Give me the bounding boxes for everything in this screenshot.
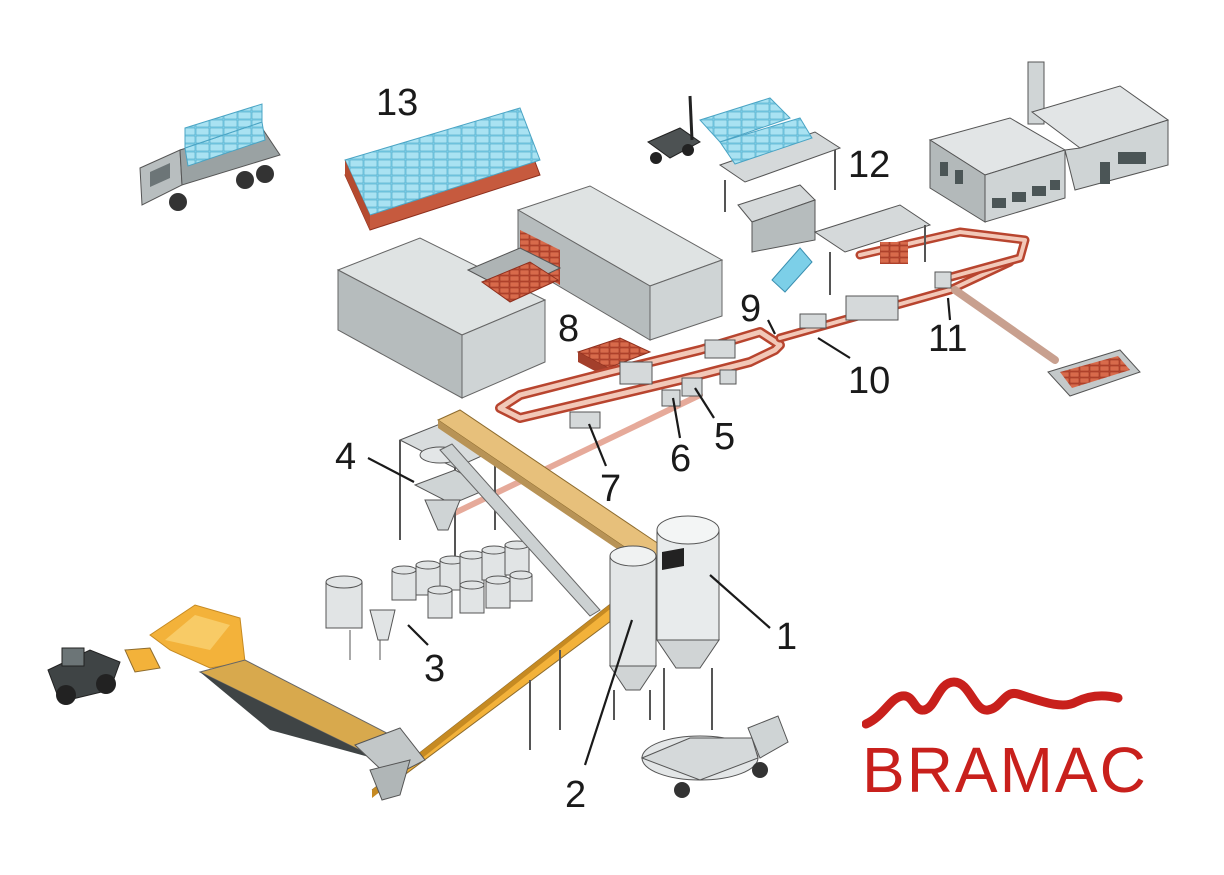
- office-buildings: [928, 61, 1170, 223]
- sand-hopper: [198, 659, 426, 801]
- label-7: 7: [600, 468, 622, 510]
- label-8: 8: [558, 308, 580, 350]
- label-5: 5: [714, 416, 736, 458]
- label-11: 11: [928, 318, 968, 360]
- label-4: 4: [335, 436, 357, 478]
- tile-storage-yard: [344, 107, 541, 231]
- label-13: 13: [376, 82, 419, 124]
- label-9: 9: [740, 288, 762, 330]
- label-12: 12: [848, 144, 891, 186]
- bramac-logo-mark: [862, 677, 1123, 729]
- label-6: 6: [670, 438, 692, 480]
- wheel-loader: [47, 647, 161, 705]
- curing-building-left: [336, 237, 547, 399]
- label-10: 10: [848, 360, 891, 402]
- line-machines: [569, 271, 952, 429]
- leader-lines: [367, 297, 952, 766]
- curing-building-right: [516, 185, 724, 341]
- packaging-area: [718, 131, 932, 295]
- silo-2: [609, 545, 657, 720]
- delivery-truck: [139, 103, 281, 211]
- brand-name: BRAMAC: [862, 734, 1148, 806]
- rack-loader: [466, 247, 562, 303]
- label-3: 3: [424, 648, 446, 690]
- cement-tanker: [640, 715, 789, 798]
- label-1: 1: [776, 616, 798, 658]
- sand-pile: [149, 604, 246, 669]
- additive-silos: [325, 540, 533, 660]
- reject-bin: [1047, 349, 1141, 397]
- label-2: 2: [565, 774, 587, 816]
- forklift: [647, 95, 813, 165]
- production-line: [437, 227, 1059, 523]
- silo-1: [656, 515, 720, 730]
